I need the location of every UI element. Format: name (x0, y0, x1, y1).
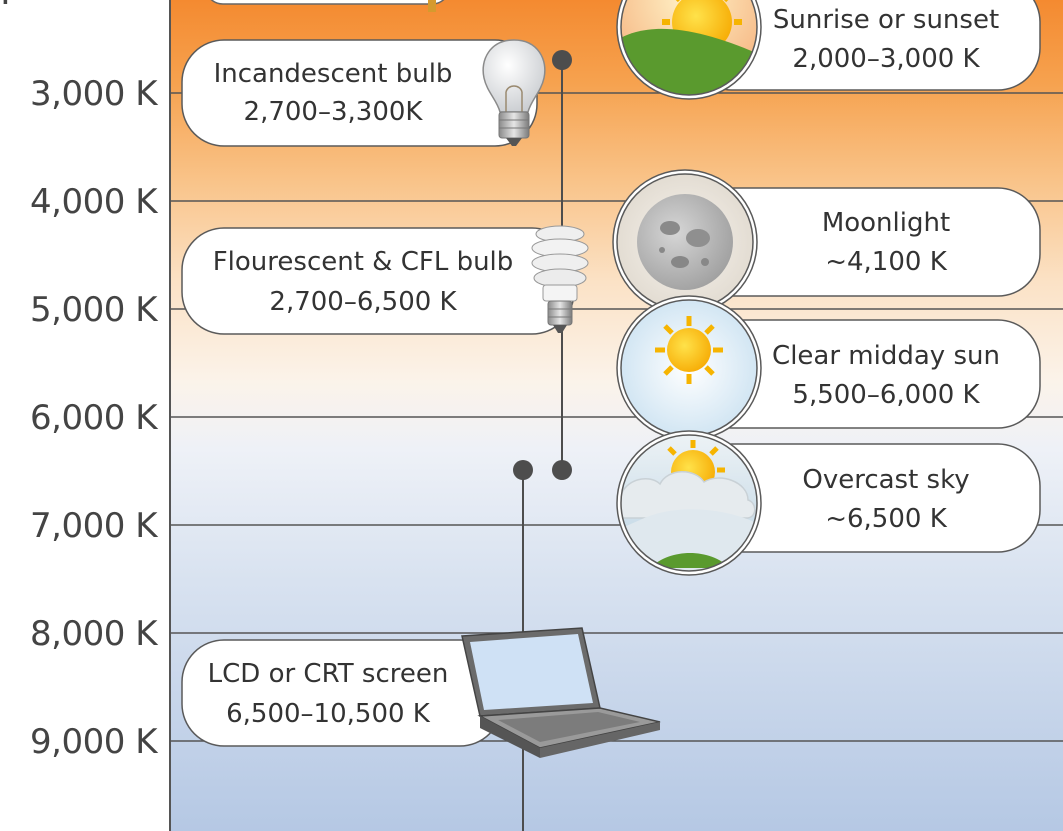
range-dot-top (552, 50, 572, 70)
range-dot-screen-start (513, 460, 533, 480)
tick-label: 9,000 K (30, 722, 159, 762)
card-range: 2,700–3,300K (244, 97, 424, 127)
card-title: Incandescent bulb (214, 59, 453, 89)
partial-card (210, 0, 445, 5)
card-range: ~4,100 K (825, 247, 947, 277)
moon-icon (612, 169, 758, 315)
card-range: 5,500–6,000 K (792, 380, 980, 410)
range-dot-cfl-end (552, 460, 572, 480)
tick-label: 7,000 K (30, 506, 159, 546)
card-incandescent: Incandescent bulb 2,700–3,300K (181, 39, 538, 147)
card-range: 6,500–10,500 K (226, 699, 431, 729)
card-moonlight: Moonlight ~4,100 K (689, 187, 1041, 297)
midday-sun-icon (616, 295, 762, 441)
card-sunrise: Sunrise or sunset 2,000–3,000 K (689, 0, 1041, 91)
card-title: Sunrise or sunset (773, 5, 999, 35)
card-overcast: Overcast sky ~6,500 K (689, 443, 1041, 553)
card-screen: LCD or CRT screen 6,500–10,500 K (181, 639, 503, 747)
partial-tick: . (0, 0, 10, 13)
tick-label: 4,000 K (30, 182, 159, 222)
card-title: Moonlight (822, 208, 950, 238)
card-title: Overcast sky (802, 465, 969, 495)
card-title: LCD or CRT screen (208, 659, 449, 689)
card-title: Flourescent & CFL bulb (213, 247, 514, 277)
card-title: Clear midday sun (772, 341, 1000, 371)
tick-label: 8,000 K (30, 614, 159, 654)
light-bulb-icon (482, 39, 546, 146)
card-range: ~6,500 K (825, 504, 947, 534)
tick-label: 6,000 K (30, 398, 159, 438)
card-range: 2,700–6,500 K (269, 287, 457, 317)
card-cfl: Flourescent & CFL bulb 2,700–6,500 K (181, 227, 575, 335)
partial-icon (428, 0, 436, 12)
tick-label: 5,000 K (30, 290, 159, 330)
card-range: 2,000–3,000 K (792, 44, 980, 74)
sunrise-icon (616, 0, 762, 100)
laptop-icon (461, 627, 661, 758)
tick-group: 3,000 K 4,000 K 5,000 K 6,000 K 7,000 K 8,000… (30, 74, 1063, 762)
overcast-sky-icon (616, 430, 762, 576)
card-midday: Clear midday sun 5,500–6,000 K (689, 319, 1041, 429)
tick-label: 3,000 K (30, 74, 159, 114)
cfl-bulb-icon (531, 225, 589, 333)
